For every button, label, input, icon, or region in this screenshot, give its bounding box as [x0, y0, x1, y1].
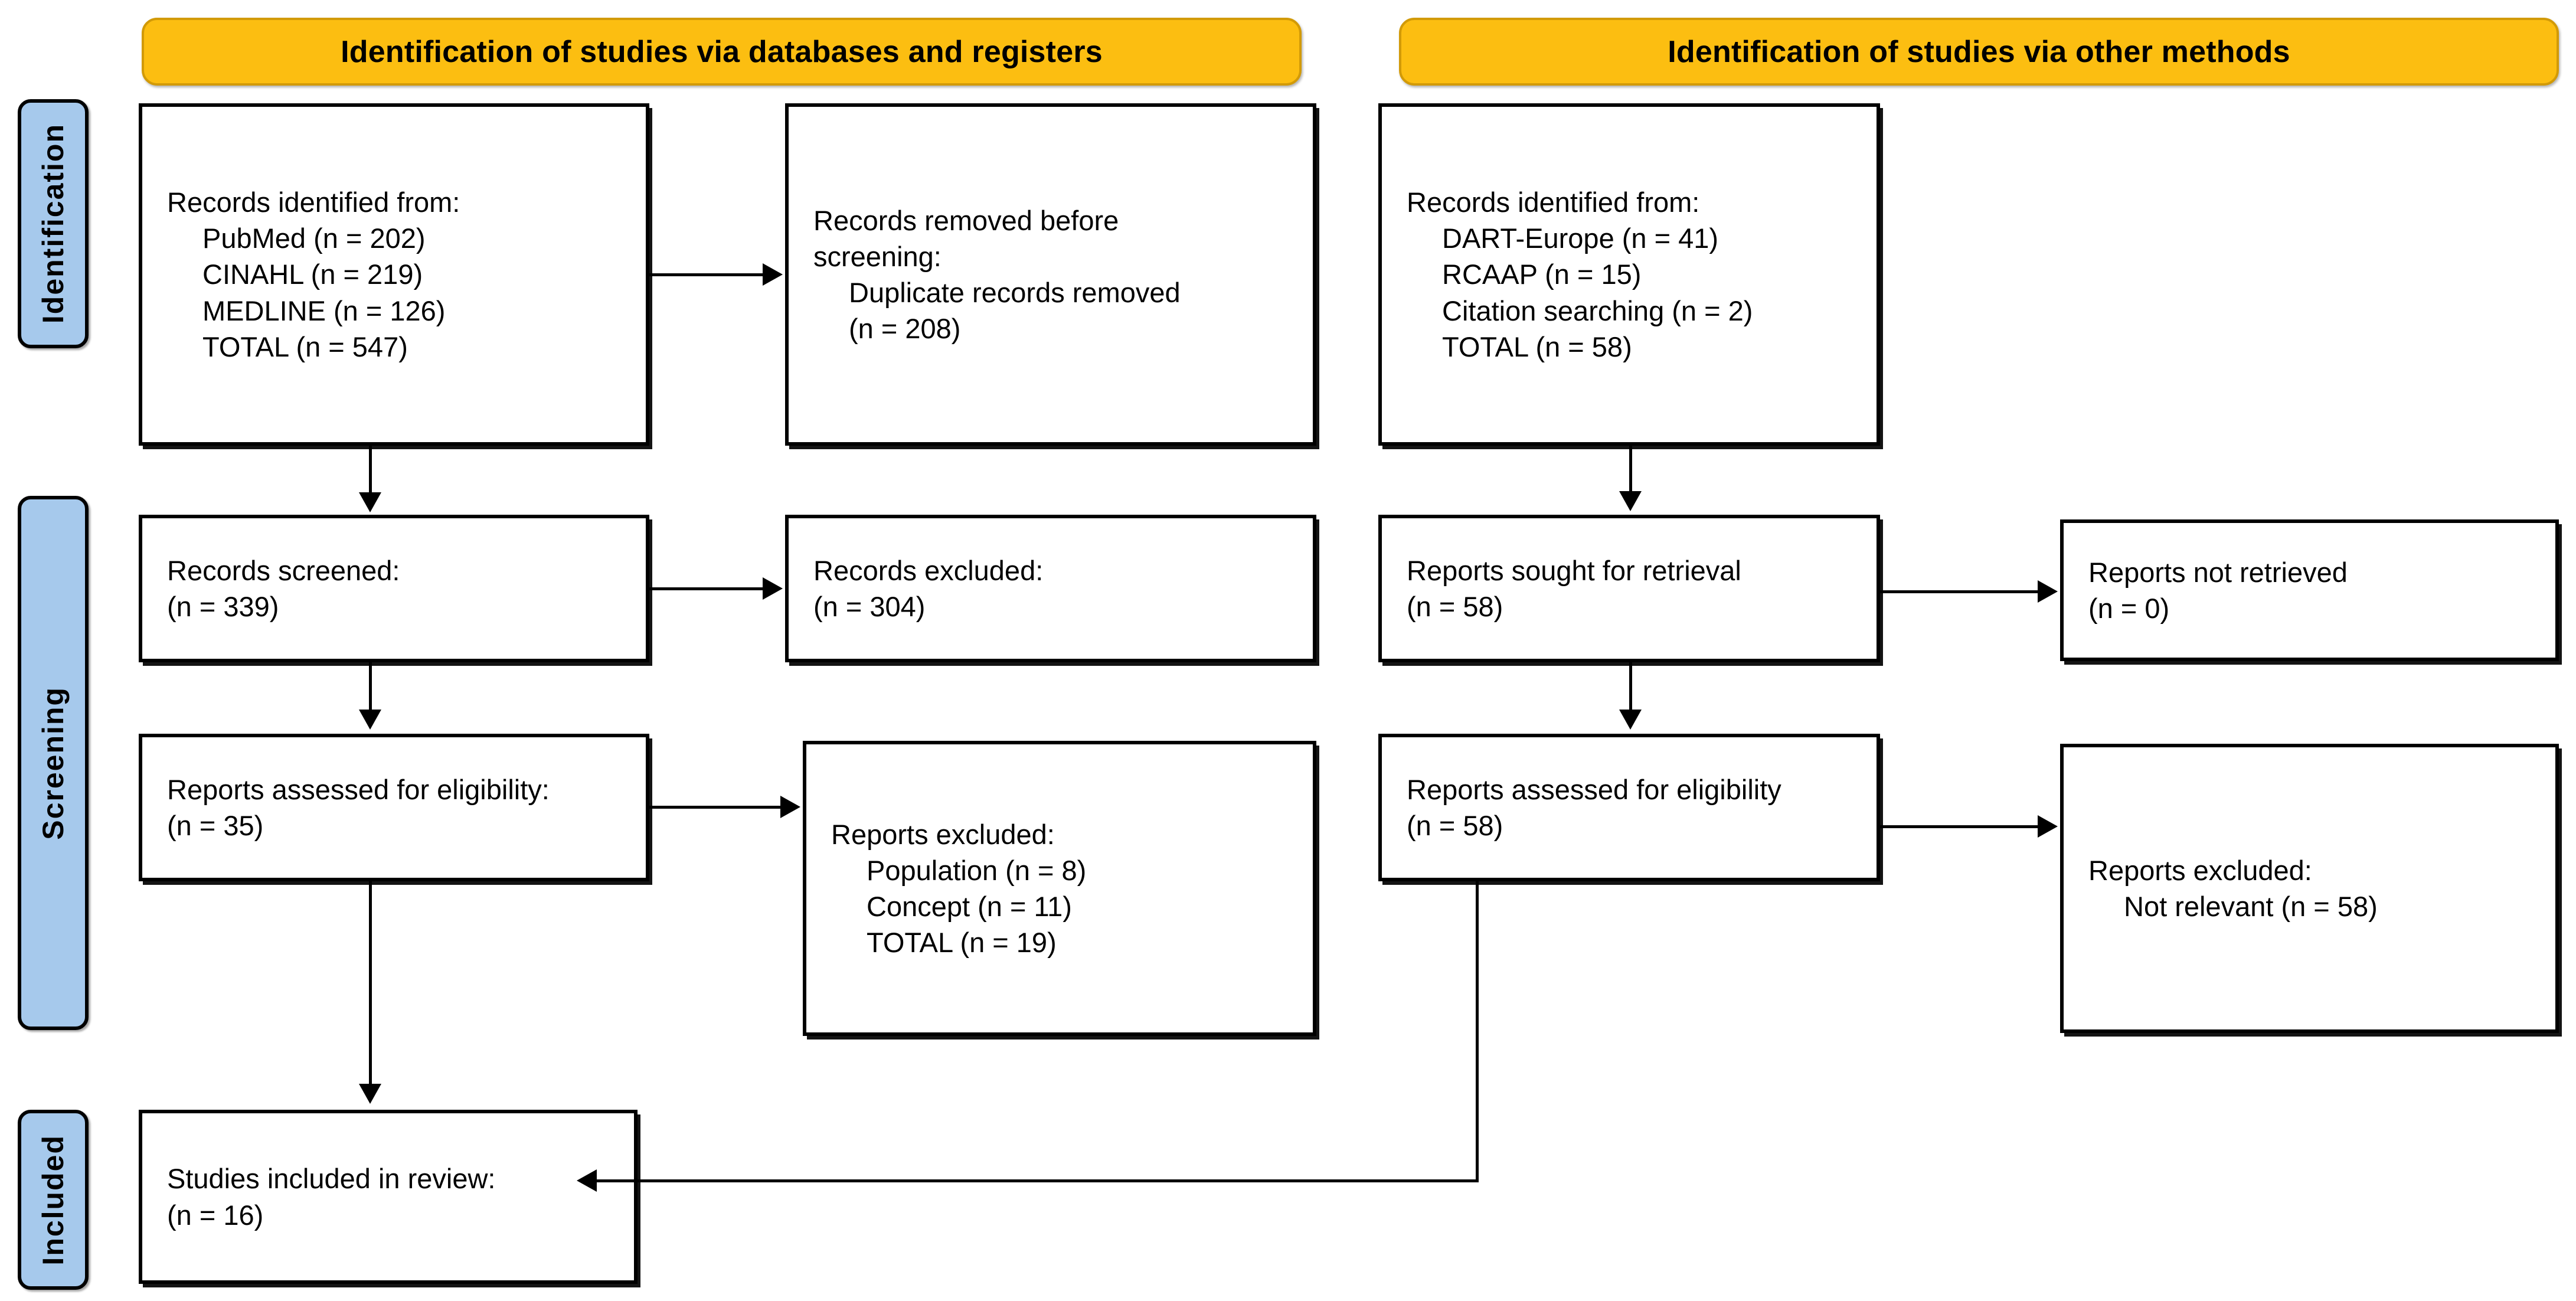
arrowhead-down-icon — [359, 1084, 381, 1104]
line: (n = 58) — [1407, 810, 1503, 841]
connector-screened-to-assessed — [369, 662, 372, 713]
box-records-identified-other-methods: Records identified from: DART-Europe (n … — [1378, 103, 1880, 446]
line: Reports excluded: — [831, 818, 1055, 850]
box-reports-assessed-other-text: Reports assessed for eligibility (n = 58… — [1382, 772, 1877, 844]
stage-tab-identification-label: Identification — [37, 123, 70, 324]
box-reports-excluded-other: Reports excluded: Not relevant (n = 58) — [2060, 744, 2559, 1033]
line: (n = 339) — [167, 591, 279, 622]
connector-assessed-to-included — [369, 881, 372, 1087]
stage-tab-screening: Screening — [18, 496, 89, 1030]
line: MEDLINE (n = 126) — [202, 295, 446, 326]
stage-tab-included-label: Included — [37, 1134, 70, 1266]
line: Population (n = 8) — [867, 854, 1087, 886]
line: RCAAP (n = 15) — [1442, 259, 1642, 290]
line: Reports excluded: — [2088, 854, 2312, 886]
line: Not relevant (n = 58) — [2124, 891, 2378, 922]
box-reports-assessed-eligibility-other: Reports assessed for eligibility (n = 58… — [1378, 734, 1880, 881]
box-studies-included-text: Studies included in review: (n = 16) — [142, 1161, 634, 1233]
connector-assessed-to-excluded-db — [649, 806, 783, 809]
arrowhead-right-icon — [2038, 815, 2058, 838]
connector-screened-to-excluded — [649, 587, 765, 590]
arrowhead-down-icon — [359, 710, 381, 730]
stage-tab-screening-label: Screening — [37, 686, 70, 840]
column-header-other-methods: Identification of studies via other meth… — [1399, 18, 2559, 86]
connector-other-to-included-vertical — [1476, 881, 1479, 1182]
box-reports-sought-for-retrieval: Reports sought for retrieval (n = 58) — [1378, 515, 1880, 662]
line: Records removed before — [813, 204, 1119, 236]
box-reports-sought-text: Reports sought for retrieval (n = 58) — [1382, 553, 1877, 625]
arrowhead-down-icon — [1619, 491, 1642, 511]
line: (n = 0) — [2088, 593, 2170, 624]
line: Citation searching (n = 2) — [1442, 295, 1753, 326]
box-records-excluded-text: Records excluded: (n = 304) — [789, 553, 1313, 625]
column-header-databases: Identification of studies via databases … — [142, 18, 1302, 86]
line: CINAHL (n = 219) — [202, 259, 423, 290]
column-header-databases-label: Identification of studies via databases … — [341, 34, 1103, 69]
arrowhead-right-icon — [763, 577, 783, 600]
line: (n = 208) — [849, 313, 961, 345]
line: screening: — [813, 240, 942, 272]
line: (n = 16) — [167, 1199, 264, 1231]
box-reports-excluded-other-text: Reports excluded: Not relevant (n = 58) — [2064, 852, 2555, 924]
connector-sought-to-assessed-other — [1629, 662, 1632, 713]
line: Reports assessed for eligibility — [1407, 773, 1781, 805]
line: Duplicate records removed — [849, 277, 1181, 308]
box-records-screened: Records screened: (n = 339) — [139, 515, 649, 662]
box-studies-included-in-review: Studies included in review: (n = 16) — [139, 1110, 638, 1284]
column-header-other-methods-label: Identification of studies via other meth… — [1668, 34, 2290, 69]
box-reports-assessed-db-text: Reports assessed for eligibility: (n = 3… — [142, 772, 646, 844]
line: TOTAL (n = 19) — [867, 927, 1057, 959]
line: Records screened: — [167, 554, 400, 586]
line: (n = 35) — [167, 810, 264, 841]
connector-sought-to-not-retrieved — [1880, 590, 2039, 593]
line: TOTAL (n = 547) — [202, 331, 408, 362]
box-records-removed-before-screening: Records removed before screening: Duplic… — [785, 103, 1316, 446]
arrowhead-left-icon — [577, 1169, 597, 1192]
stage-tab-included: Included — [18, 1110, 89, 1290]
line: Reports sought for retrieval — [1407, 554, 1741, 586]
box-reports-excluded-databases: Reports excluded: Population (n = 8) Con… — [803, 741, 1316, 1036]
arrowhead-right-icon — [780, 796, 800, 818]
box-records-excluded: Records excluded: (n = 304) — [785, 515, 1316, 662]
line: Records identified from: — [167, 187, 460, 218]
stage-tab-identification: Identification — [18, 99, 89, 348]
box-records-identified-other-text: Records identified from: DART-Europe (n … — [1382, 184, 1877, 364]
arrowhead-right-icon — [2038, 580, 2058, 603]
connector-assessed-other-to-excluded-other — [1880, 825, 2039, 828]
line: DART-Europe (n = 41) — [1442, 223, 1719, 254]
arrowhead-down-icon — [359, 492, 381, 512]
box-records-identified-databases: Records identified from: PubMed (n = 202… — [139, 103, 649, 446]
connector-identified-to-removed — [649, 273, 765, 276]
box-reports-excluded-db-text: Reports excluded: Population (n = 8) Con… — [806, 816, 1313, 960]
box-records-screened-text: Records screened: (n = 339) — [142, 553, 646, 625]
box-reports-not-retrieved-text: Reports not retrieved (n = 0) — [2064, 554, 2555, 626]
box-reports-assessed-eligibility-databases: Reports assessed for eligibility: (n = 3… — [139, 734, 649, 881]
line: Studies included in review: — [167, 1163, 496, 1195]
line: Reports not retrieved — [2088, 556, 2348, 588]
line: Records identified from: — [1407, 187, 1700, 218]
connector-identified-other-to-sought — [1629, 446, 1632, 494]
connector-other-to-included-horizontal — [596, 1179, 1479, 1182]
line: PubMed (n = 202) — [202, 223, 426, 254]
line: (n = 304) — [813, 591, 926, 622]
box-records-identified-databases-text: Records identified from: PubMed (n = 202… — [142, 184, 646, 364]
box-records-removed-text: Records removed before screening: Duplic… — [789, 202, 1313, 347]
line: Records excluded: — [813, 554, 1044, 586]
arrowhead-down-icon — [1619, 710, 1642, 730]
line: TOTAL (n = 58) — [1442, 331, 1632, 362]
line: (n = 58) — [1407, 591, 1503, 622]
line: Reports assessed for eligibility: — [167, 773, 550, 805]
connector-identified-to-screened — [369, 446, 372, 496]
arrowhead-right-icon — [763, 263, 783, 286]
line: Concept (n = 11) — [867, 891, 1072, 922]
box-reports-not-retrieved: Reports not retrieved (n = 0) — [2060, 519, 2559, 661]
